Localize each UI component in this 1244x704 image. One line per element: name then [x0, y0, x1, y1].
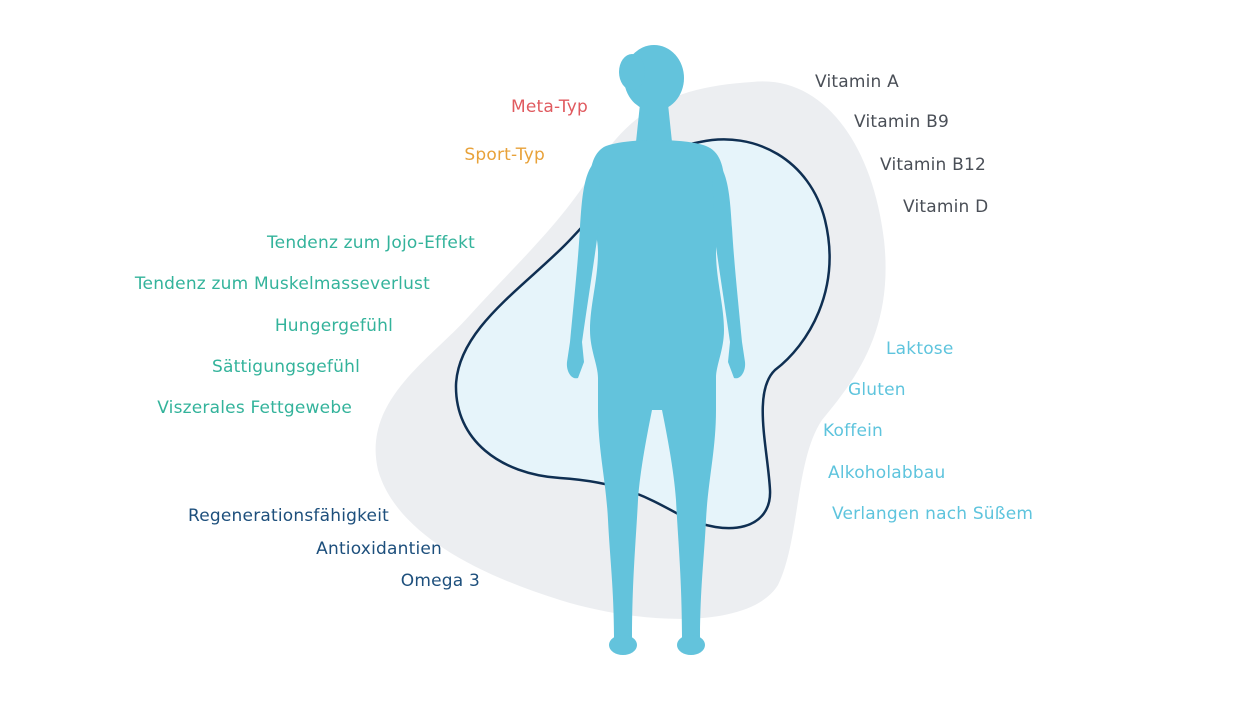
- label-viszerales-fettgewebe: Viszerales Fettgewebe: [157, 398, 352, 418]
- label-regenerationsfaehigkeit: Regenerationsfähigkeit: [188, 506, 389, 526]
- label-hungergefuehl: Hungergefühl: [274, 316, 393, 336]
- label-koffein: Koffein: [823, 421, 884, 441]
- label-vitamin-d: Vitamin D: [903, 197, 989, 217]
- label-muskelmasseverlust: Tendenz zum Muskelmasseverlust: [134, 274, 430, 294]
- label-jojo-effekt: Tendenz zum Jojo-Effekt: [266, 233, 475, 253]
- label-gluten: Gluten: [848, 380, 906, 400]
- label-laktose: Laktose: [886, 339, 954, 359]
- label-saettigungsgefuehl: Sättigungsgefühl: [212, 357, 360, 377]
- label-verlangen-nach-suessem: Verlangen nach Süßem: [832, 504, 1034, 524]
- label-vitamin-a: Vitamin A: [815, 72, 899, 92]
- label-omega-3: Omega 3: [400, 571, 480, 591]
- label-vitamin-b9: Vitamin B9: [854, 112, 950, 132]
- label-alkoholabbau: Alkoholabbau: [828, 463, 946, 483]
- label-vitamin-b12: Vitamin B12: [880, 155, 987, 175]
- label-meta-typ: Meta-Typ: [511, 97, 588, 117]
- human-silhouette: [566, 45, 746, 655]
- label-antioxidantien: Antioxidantien: [316, 539, 442, 559]
- label-sport-typ: Sport-Typ: [464, 145, 545, 165]
